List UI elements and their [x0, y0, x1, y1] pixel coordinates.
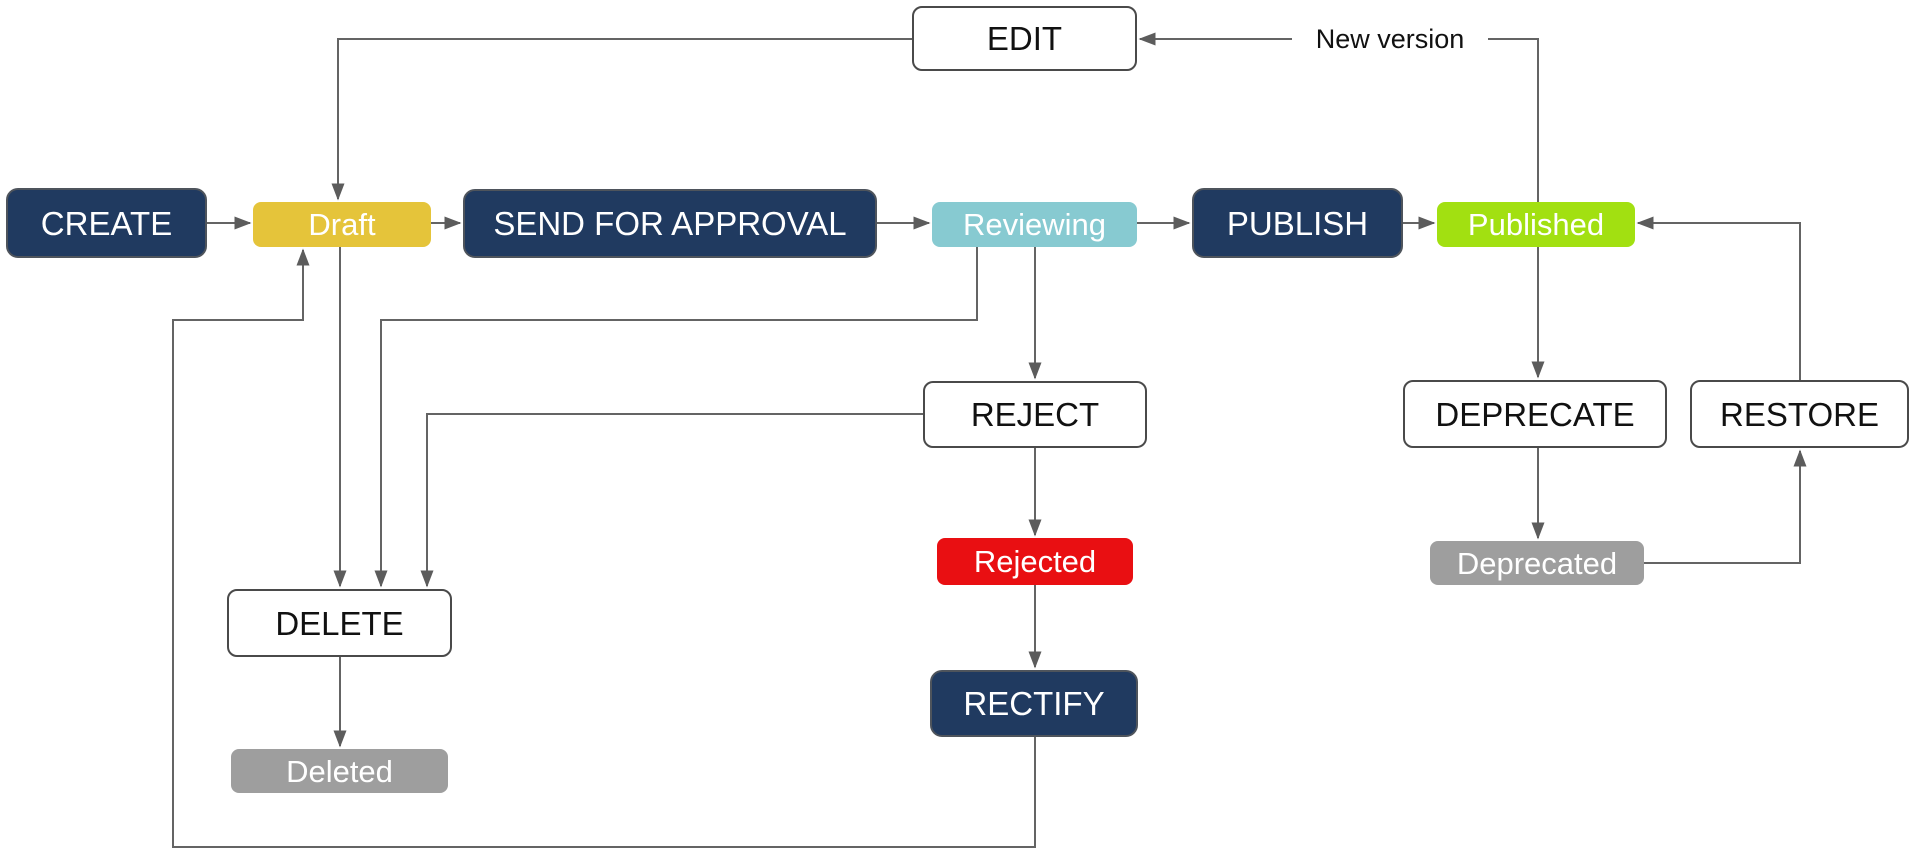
- node-publish: PUBLISH: [1192, 188, 1403, 258]
- edge-edit-draft: [331, 38, 912, 201]
- edge-published-edit: [1138, 32, 1539, 202]
- node-delete: DELETE: [227, 589, 452, 657]
- node-edit: EDIT: [912, 6, 1137, 71]
- node-published: Published: [1437, 202, 1635, 247]
- node-rectify: RECTIFY: [930, 670, 1138, 737]
- node-restore: RESTORE: [1690, 380, 1909, 448]
- node-deprecate: DEPRECATE: [1403, 380, 1667, 448]
- node-reviewing: Reviewing: [932, 202, 1137, 247]
- node-rejected: Rejected: [937, 538, 1133, 585]
- node-reject: REJECT: [923, 381, 1147, 448]
- node-create: CREATE: [6, 188, 207, 258]
- edge-label-new-version: New version: [1292, 22, 1488, 56]
- edge-reviewing-delete: [374, 247, 978, 588]
- node-deprecated: Deprecated: [1430, 541, 1644, 585]
- edge-deprecated-restore: [1644, 449, 1807, 564]
- edge-restore-published: [1636, 216, 1801, 380]
- node-deleted: Deleted: [231, 749, 448, 793]
- node-draft: Draft: [253, 202, 431, 247]
- node-send-for-approval: SEND FOR APPROVAL: [463, 189, 877, 258]
- edge-rectify-draft: [172, 248, 1036, 848]
- edge-reject-delete: [420, 413, 923, 588]
